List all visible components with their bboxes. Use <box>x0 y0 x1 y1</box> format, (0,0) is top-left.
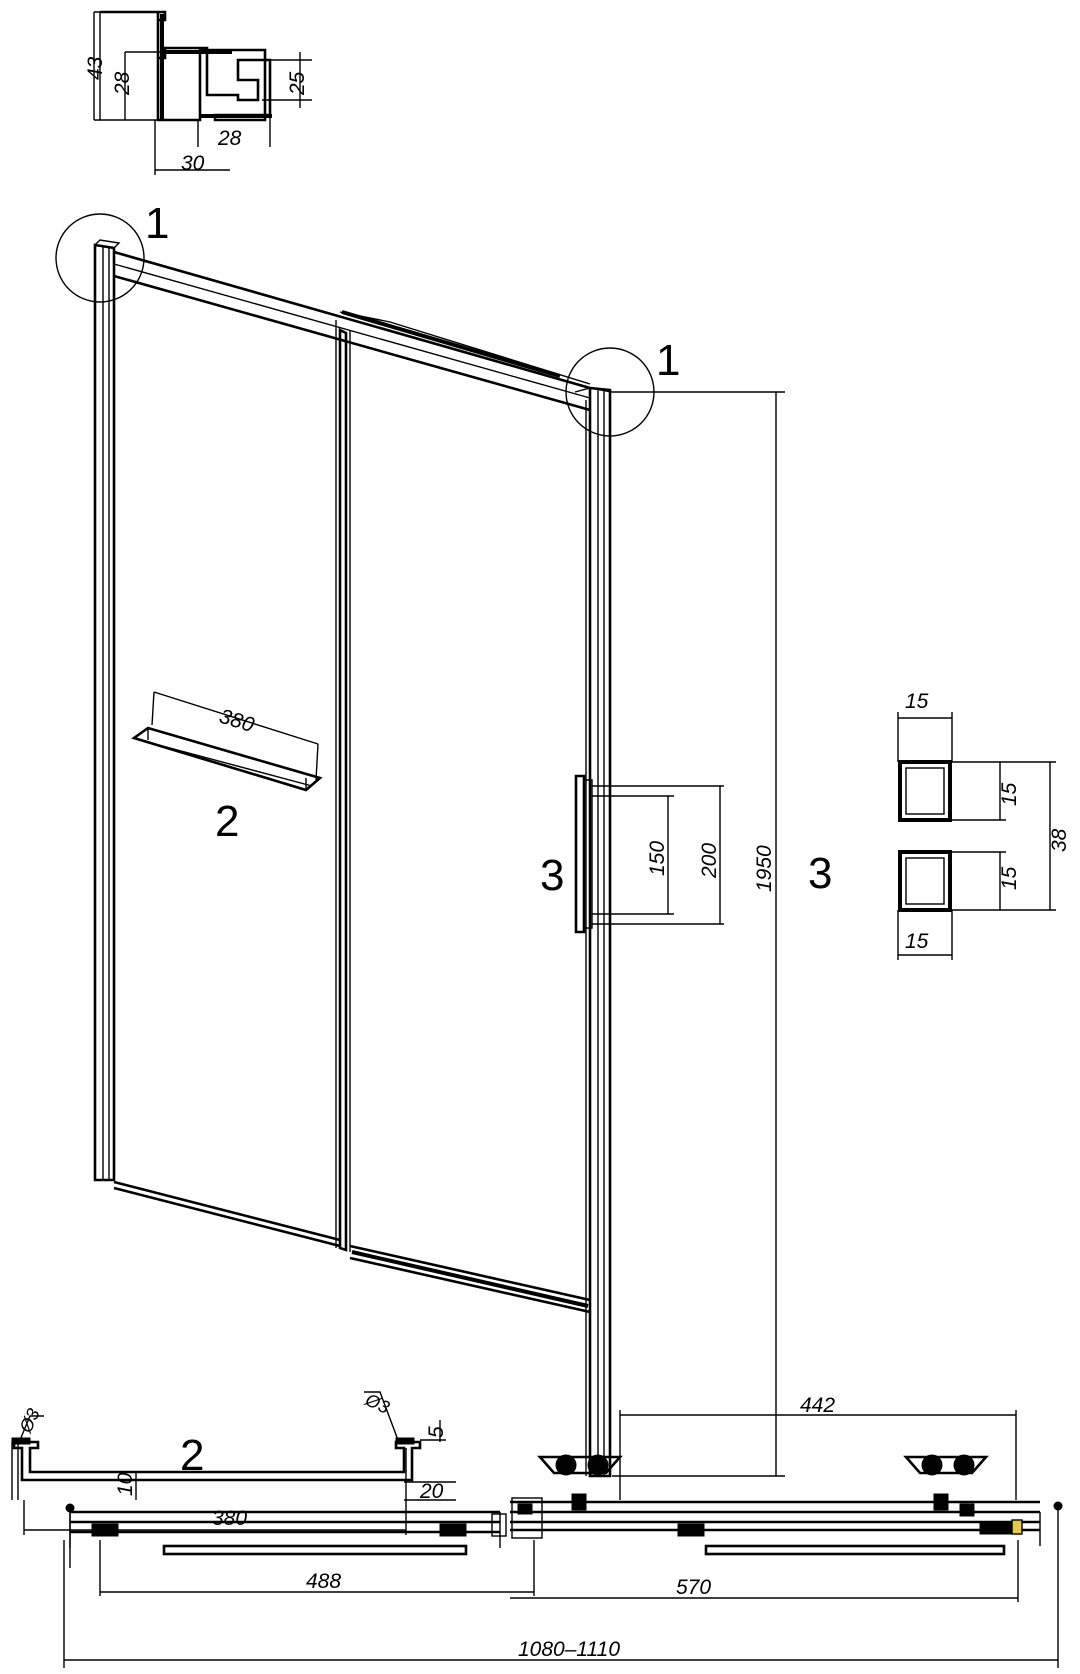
dim-30: 30 <box>181 152 205 175</box>
right-jamb <box>588 386 612 1478</box>
dim-10: 10 <box>114 1472 137 1496</box>
dim-570: 570 <box>676 1576 711 1599</box>
dim-200: 200 <box>698 843 721 879</box>
detail-circle-top-left <box>55 213 145 303</box>
roller-left <box>537 1454 623 1476</box>
dim-15-bottom-height: 15 <box>998 866 1021 890</box>
callout-1-right: 1 <box>656 336 680 385</box>
callout-2-detail: 2 <box>180 1431 204 1480</box>
dim-150: 150 <box>646 841 669 876</box>
dim-dia-3-left: Ø3 <box>15 1405 44 1436</box>
dim-20: 20 <box>419 1480 444 1503</box>
dim-28-vertical: 28 <box>111 71 134 96</box>
square-profile-detail: 15 15 38 15 15 3 <box>808 690 1071 960</box>
roller-right <box>903 1454 989 1476</box>
detail-circle-top-right <box>565 347 655 437</box>
bottom-rail <box>349 1244 591 1314</box>
center-mullion <box>338 327 348 1252</box>
dim-15-top-width: 15 <box>905 690 929 713</box>
door-handle <box>574 774 724 934</box>
profile-section-detail: 43 28 25 28 30 <box>84 10 312 175</box>
dim-total-width: 1080–1110 <box>518 1638 620 1661</box>
callout-3-handle: 3 <box>540 851 564 900</box>
dim-15-bottom-width: 15 <box>905 930 929 953</box>
door-elevation: 380 150 200 1950 1 1 2 3 <box>55 199 785 1478</box>
dim-442: 442 <box>800 1394 835 1417</box>
top-rail <box>113 250 591 412</box>
plan-view: 442 488 570 1080–1110 <box>63 1394 1063 1668</box>
callout-2-towel-bar: 2 <box>215 797 239 846</box>
towel-bar <box>131 726 323 792</box>
dim-15-top-height: 15 <box>998 782 1021 806</box>
dim-380-towel-bar: 380 <box>217 705 258 737</box>
dim-28-horizontal: 28 <box>217 127 242 150</box>
dim-38: 38 <box>1048 828 1071 852</box>
dim-488: 488 <box>306 1570 341 1593</box>
dim-1950: 1950 <box>753 845 776 892</box>
dim-380-section: 380 <box>212 1507 247 1530</box>
dim-25: 25 <box>286 71 309 96</box>
left-jamb <box>93 243 116 1182</box>
dim-5: 5 <box>425 1426 448 1438</box>
callout-1-left: 1 <box>145 199 169 248</box>
callout-3-detail: 3 <box>808 849 832 898</box>
dim-43: 43 <box>84 56 107 80</box>
